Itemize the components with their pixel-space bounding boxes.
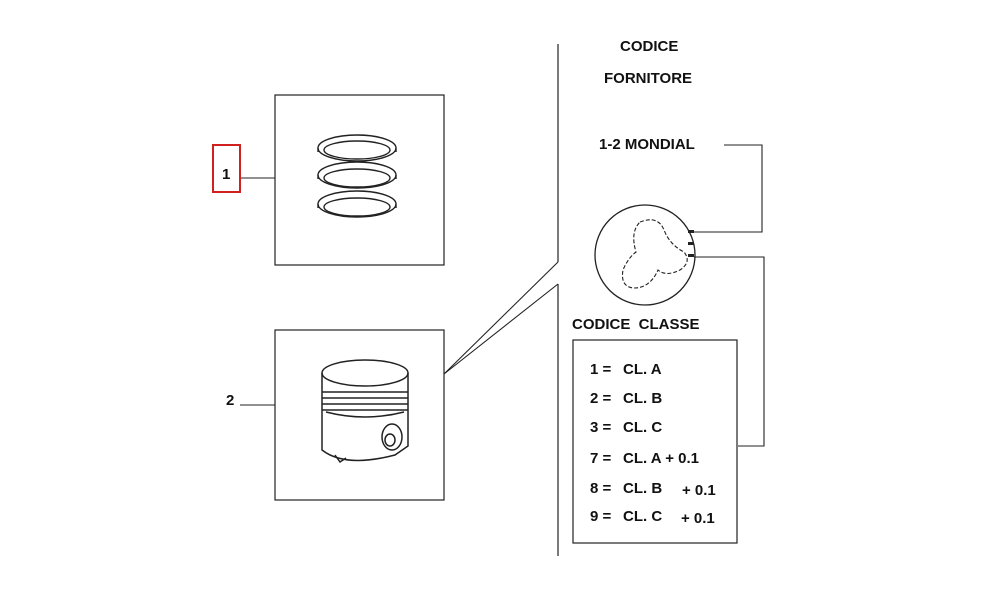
item1-callout[interactable]: 1	[222, 166, 231, 183]
class-row-class: CL. C	[623, 419, 663, 436]
piston-to-crown-leader-b	[443, 283, 559, 375]
piston-crown-marking-icon	[594, 204, 696, 306]
class-row-extra: + 0.1	[682, 482, 716, 499]
class-row-code: 8 =	[590, 480, 612, 497]
class-row: 8 = CL. B + 0.1	[590, 480, 716, 499]
piston-icon	[321, 359, 409, 464]
item2-callout[interactable]: 2	[226, 392, 235, 409]
item1-highlight-box	[212, 144, 241, 193]
rings-frame	[274, 94, 445, 266]
supplier-label: 1-2 MONDIAL	[599, 136, 695, 153]
header-fornitore: FORNITORE	[604, 70, 693, 87]
class-leader	[694, 256, 765, 447]
class-row-class: CL. A + 0.1	[623, 450, 699, 467]
class-table-frame	[572, 339, 738, 544]
class-row-class: CL. A	[623, 361, 662, 378]
piston-to-crown-leader-a	[443, 261, 559, 375]
class-row-extra: + 0.1	[681, 510, 715, 527]
class-row: 2 = CL. B	[590, 390, 662, 407]
class-row-code: 9 =	[590, 508, 612, 525]
class-row-code: 3 =	[590, 419, 612, 436]
header-codice: CODICE	[620, 38, 679, 55]
class-table-title: CODICE CLASSE	[572, 316, 700, 333]
class-row-class: CL. B	[623, 480, 663, 497]
class-row-class: CL. C	[623, 508, 663, 525]
class-row: 9 = CL. C + 0.1	[590, 508, 715, 527]
piston-rings-icon	[317, 134, 397, 218]
class-row-code: 1 =	[590, 361, 612, 378]
class-row-code: 7 =	[590, 450, 612, 467]
class-row: 1 = CL. A	[590, 361, 662, 378]
class-row: 3 = CL. C	[590, 419, 662, 436]
class-row-class: CL. B	[623, 390, 663, 407]
supplier-leader	[694, 144, 763, 233]
class-row-code: 2 =	[590, 390, 612, 407]
piston-frame	[274, 329, 445, 501]
class-row: 7 = CL. A + 0.1	[590, 450, 699, 467]
